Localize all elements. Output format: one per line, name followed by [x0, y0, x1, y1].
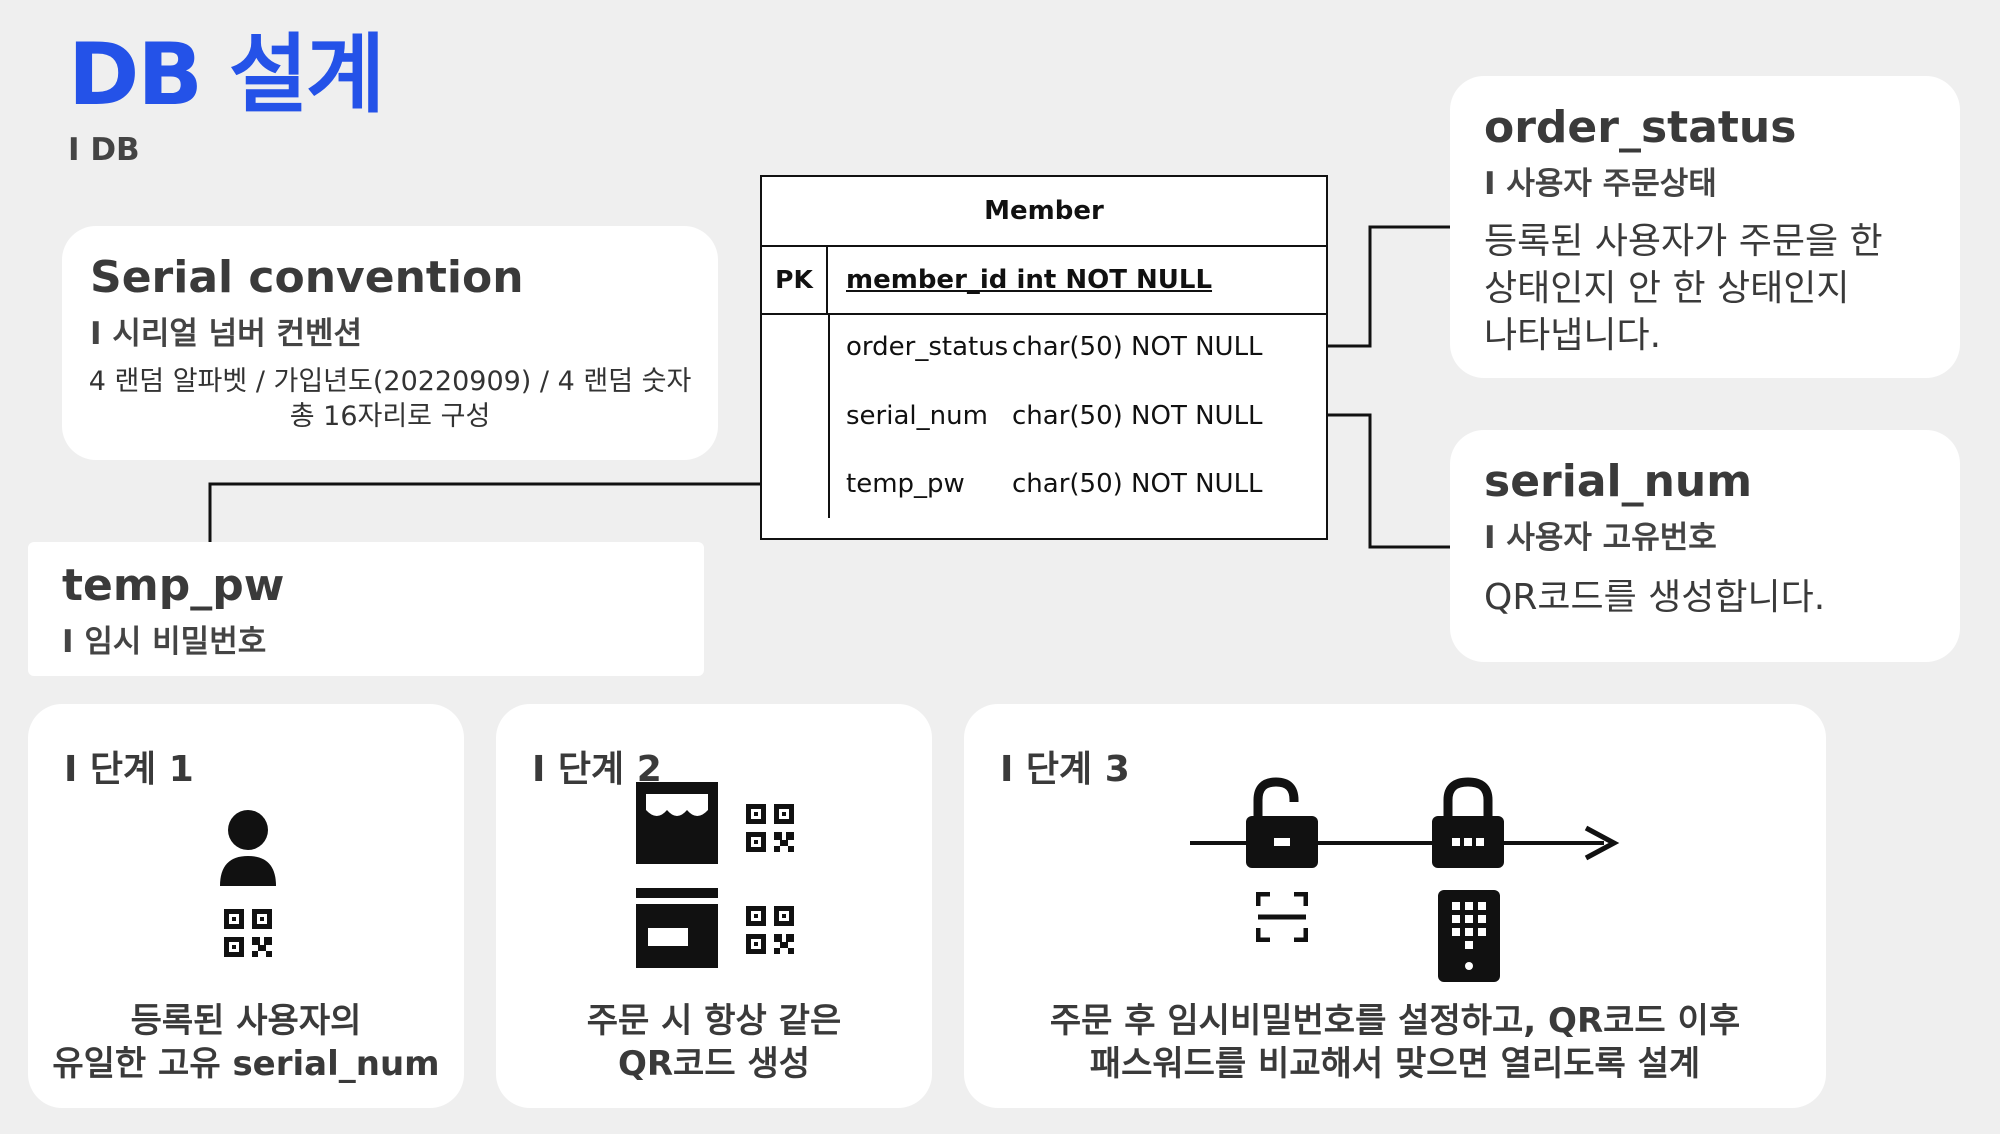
temp-pw-connector [208, 482, 819, 542]
arrow-right-icon [1584, 825, 1620, 861]
serial-num-card-title: serial_num [1484, 456, 1753, 507]
stage-2-card: I 단계 2 주문 시 항상 같은 QR코드 생성 [496, 704, 932, 1108]
serial-num-connector [1291, 413, 1450, 549]
order-status-connector [1291, 225, 1450, 348]
qr-code-icon [746, 906, 794, 954]
order-status-card-subtitle: I 사용자 주문상태 [1484, 166, 1717, 203]
storefront-icon [636, 782, 718, 864]
stage-1-card: I 단계 1 등록된 사용자의 유일한 고유 serial_num [28, 704, 464, 1108]
stage-3-card: I 단계 3 주문 후 임시비밀번호를 설정하고, QR코드 이후 패스워드를 … [964, 704, 1826, 1108]
stage-3-title: I 단계 3 [1000, 749, 1130, 790]
serial-convention-card: Serial convention I 시리얼 넘버 컨벤션 4 랜덤 알파벳 … [62, 226, 718, 460]
field-order-status-type: char(50) NOT NULL [1012, 332, 1263, 362]
store-icon [636, 888, 718, 968]
qr-code-icon [746, 804, 794, 852]
member-table: Member PK member_id int NOT NULL order_s… [760, 175, 1328, 540]
order-status-body-line2: 상태인지 안 한 상태인지 [1484, 268, 1850, 310]
unlocked-padlock-icon [1246, 777, 1318, 868]
member-table-name: Member [762, 177, 1326, 247]
erd-divider [762, 313, 1326, 315]
user-icon [220, 810, 276, 886]
keypad-phone-icon [1438, 890, 1500, 982]
serial-num-card-subtitle: I 사용자 고유번호 [1484, 520, 1717, 557]
page-title: DB 설계 [68, 25, 385, 125]
field-temp-pw-name: temp_pw [846, 469, 965, 499]
order-status-card-title: order_status [1484, 102, 1797, 153]
serial-card-line1: 4 랜덤 알파벳 / 가입년도(20220909) / 4 랜덤 숫자 [88, 366, 692, 397]
stage-2-line1: 주문 시 항상 같은 [586, 1001, 842, 1041]
order-status-body-line1: 등록된 사용자가 주문을 한 [1484, 221, 1883, 263]
pk-label: PK [762, 245, 828, 313]
page-subtitle: I DB [68, 132, 140, 168]
serial-card-title: Serial convention [90, 252, 524, 303]
serial-num-card-body: QR코드를 생성합니다. [1484, 577, 1826, 619]
pk-field: member_id int NOT NULL [846, 265, 1213, 295]
stage-1-line2: 유일한 고유 serial_num [52, 1043, 440, 1084]
stage-3-line1: 주문 후 임시비밀번호를 설정하고, QR코드 이후 [1049, 1001, 1741, 1041]
serial-card-line2: 총 16자리로 구성 [289, 401, 491, 433]
field-serial-num-name: serial_num [846, 401, 988, 431]
temp-pw-card: temp_pw I 임시 비밀번호 [28, 542, 704, 676]
stage-3-line2: 패스워드를 비교해서 맞으면 열리도록 설계 [1089, 1043, 1701, 1084]
scan-frame-icon [1256, 892, 1308, 942]
stage-1-title: I 단계 1 [64, 749, 194, 790]
serial-card-subtitle: I 시리얼 넘버 컨벤션 [90, 316, 363, 353]
erd-key-column-line [828, 313, 830, 518]
temp-pw-card-subtitle: I 임시 비밀번호 [62, 624, 267, 661]
qr-code-icon [224, 909, 272, 957]
stage-2-line2: QR코드 생성 [617, 1043, 811, 1084]
serial-num-card: serial_num I 사용자 고유번호 QR코드를 생성합니다. [1450, 430, 1960, 662]
order-status-card: order_status I 사용자 주문상태 등록된 사용자가 주문을 한 상… [1450, 76, 1960, 378]
field-order-status-name: order_status [846, 332, 1009, 362]
field-serial-num-type: char(50) NOT NULL [1012, 401, 1263, 431]
temp-pw-card-title: temp_pw [62, 560, 285, 611]
locked-padlock-icon [1432, 777, 1504, 868]
field-temp-pw-type: char(50) NOT NULL [1012, 469, 1263, 499]
order-status-body-line3: 나타냅니다. [1484, 314, 1662, 356]
stage-1-line1: 등록된 사용자의 [130, 1001, 362, 1041]
